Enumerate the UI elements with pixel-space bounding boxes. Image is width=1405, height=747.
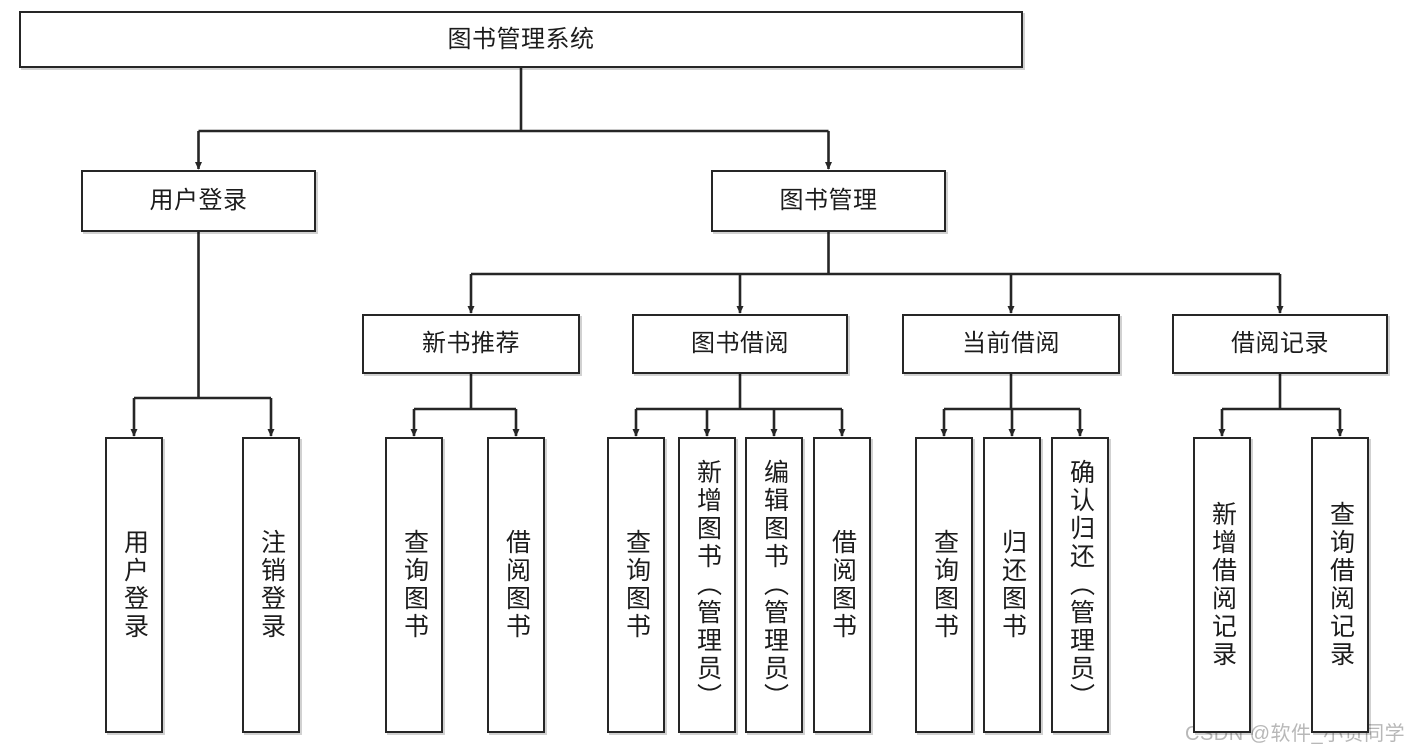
node-label: 确认归还（管理员）	[1066, 459, 1095, 711]
node-label: 注销登录	[257, 529, 286, 641]
node-new-book-recommend: 新书推荐	[362, 314, 580, 374]
node-label: 编辑图书（管理员）	[760, 459, 789, 711]
node-leaf-query-book-borrow: 查询图书	[607, 437, 665, 733]
node-label: 图书管理系统	[447, 25, 595, 53]
node-leaf-edit-book: 编辑图书（管理员）	[745, 437, 803, 733]
node-leaf-query-borrow-record: 查询借阅记录	[1311, 437, 1369, 733]
node-label: 归还图书	[998, 529, 1027, 641]
node-leaf-logout-login: 注销登录	[242, 437, 300, 733]
node-leaf-borrow-book-rec: 借阅图书	[487, 437, 545, 733]
node-label: 新增借阅记录	[1208, 501, 1237, 669]
node-root: 图书管理系统	[19, 11, 1023, 68]
node-leaf-user-login: 用户登录	[105, 437, 163, 733]
node-label: 当前借阅	[962, 330, 1060, 358]
node-book-manage: 图书管理	[711, 170, 946, 232]
node-leaf-borrow-book: 借阅图书	[813, 437, 871, 733]
node-label: 借阅记录	[1231, 330, 1329, 358]
node-label: 新书推荐	[422, 330, 520, 358]
node-leaf-query-book-current: 查询图书	[915, 437, 973, 733]
node-label: 用户登录	[149, 187, 248, 215]
node-label: 借阅图书	[502, 529, 531, 641]
node-label: 查询借阅记录	[1326, 501, 1355, 669]
node-current-borrow: 当前借阅	[902, 314, 1120, 374]
node-label: 图书管理	[779, 187, 878, 215]
node-leaf-confirm-return: 确认归还（管理员）	[1051, 437, 1109, 733]
node-leaf-add-borrow-record: 新增借阅记录	[1193, 437, 1251, 733]
node-label: 借阅图书	[828, 529, 857, 641]
node-label: 图书借阅	[691, 330, 789, 358]
node-label: 查询图书	[930, 529, 959, 641]
node-label: 用户登录	[120, 529, 149, 641]
node-leaf-query-book-rec: 查询图书	[385, 437, 443, 733]
node-label: 查询图书	[622, 529, 651, 641]
node-leaf-return-book: 归还图书	[983, 437, 1041, 733]
node-book-borrow: 图书借阅	[632, 314, 848, 374]
node-label: 查询图书	[400, 529, 429, 641]
node-borrow-record: 借阅记录	[1172, 314, 1388, 374]
node-user-login: 用户登录	[81, 170, 316, 232]
node-label: 新增图书（管理员）	[693, 459, 722, 711]
node-leaf-add-book: 新增图书（管理员）	[678, 437, 736, 733]
